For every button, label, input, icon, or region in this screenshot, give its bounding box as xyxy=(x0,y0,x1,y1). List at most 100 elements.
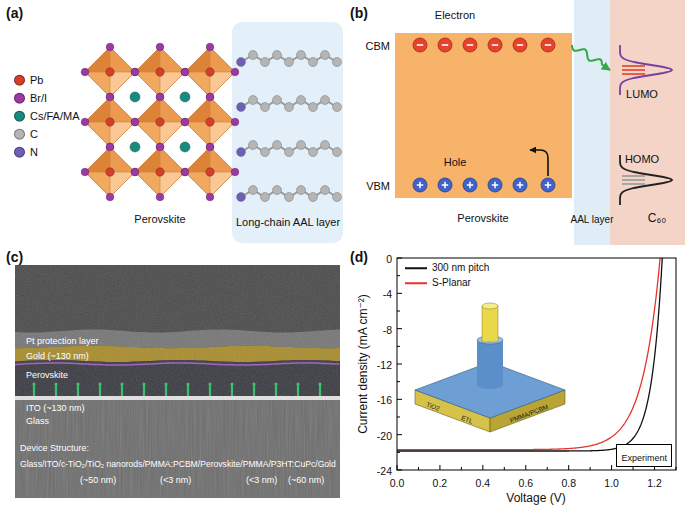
y-tick xyxy=(397,364,402,365)
hole-blocked-arrow xyxy=(530,150,548,176)
halide-atom xyxy=(206,143,214,151)
c60-band-ground xyxy=(610,0,685,245)
octahedron xyxy=(81,143,139,201)
carbon-atom xyxy=(249,96,258,105)
text-slot: -20 xyxy=(377,427,392,443)
tick-label: 1.0 xyxy=(604,477,619,489)
halide-atom xyxy=(231,168,239,176)
octahedron-edge xyxy=(135,147,185,197)
carbon-atom xyxy=(297,186,306,195)
halide-atom xyxy=(206,43,214,51)
tick-label: 0.4 xyxy=(476,477,491,489)
text-slot: TiO2 xyxy=(425,394,444,414)
tick-label: -24 xyxy=(377,465,392,477)
legend-label: Pb xyxy=(30,74,43,87)
text-slot: 0.8 xyxy=(561,474,576,490)
text-slot: 0.2 xyxy=(433,474,448,490)
tio2-nanorod xyxy=(77,384,79,396)
x-tick xyxy=(482,465,483,470)
carbon-atom xyxy=(333,193,342,202)
layer-label: Perovskite xyxy=(26,370,68,380)
pillar-base-bottom xyxy=(477,381,503,389)
legend-entry: Cs/FA/MA xyxy=(14,110,80,123)
carbon-atom xyxy=(261,103,270,112)
hole-sign xyxy=(494,182,496,188)
carbon-atom xyxy=(273,141,282,150)
hole-sign xyxy=(444,182,446,188)
nanorod-tip xyxy=(186,382,189,385)
text-slot: (c) xyxy=(6,249,23,265)
aal-region: Long-chain AAL layer xyxy=(232,22,343,243)
nanorod-tip xyxy=(32,382,35,385)
halide-atom xyxy=(131,168,139,176)
tick-label: 0 xyxy=(386,253,392,265)
text-slot: (d) xyxy=(350,249,368,265)
octahedron xyxy=(131,93,189,151)
text-slot: -8 xyxy=(383,321,392,337)
pillar-base xyxy=(477,340,503,385)
text-slot: (<3 nm) xyxy=(160,470,191,486)
text-slot: Perovskite xyxy=(457,209,508,225)
legend-label: Br/I xyxy=(30,92,47,105)
halide-atom xyxy=(206,93,214,101)
carbon-atom xyxy=(285,58,294,67)
carbon-atom xyxy=(285,103,294,112)
panel-letter: (b) xyxy=(350,5,368,21)
text-slot: ETL xyxy=(460,407,477,426)
thickness-label: (<3 nm) xyxy=(246,475,277,485)
octahedron-edge xyxy=(135,97,185,147)
alkylamine-chains xyxy=(237,51,342,202)
nanorod-tip xyxy=(208,382,211,385)
electron-sign xyxy=(492,44,498,46)
carbon-atom xyxy=(285,193,294,202)
text-slot: -12 xyxy=(377,356,392,372)
layer-label: ETL xyxy=(460,414,474,425)
sem-image xyxy=(15,265,340,498)
tio2-nanorod xyxy=(275,384,277,396)
text-slot: Perovskite xyxy=(26,365,68,381)
halide-atom xyxy=(106,43,114,51)
halide-atom xyxy=(206,93,214,101)
structure-heading: Device Structure: xyxy=(20,443,89,453)
electron-symbol xyxy=(488,38,502,52)
halide-atom xyxy=(156,193,164,201)
text-slot: 0 xyxy=(386,250,392,266)
pb-atom xyxy=(206,118,214,126)
legend-swatch xyxy=(14,92,25,103)
legend-swatch xyxy=(14,74,25,85)
text-slot: Hole xyxy=(444,153,467,169)
thickness-label: (~50 nm) xyxy=(80,475,116,485)
halide-atom xyxy=(106,143,114,151)
x-tick xyxy=(568,465,569,470)
hole-symbol xyxy=(463,178,477,192)
part-label: Perovskite xyxy=(134,213,185,226)
perovskite-band: ElectronHolePerovskite xyxy=(395,33,572,198)
text-slot: (b) xyxy=(350,5,368,21)
a-site-cation xyxy=(180,92,190,102)
text-slot: (~60 nm) xyxy=(288,470,324,486)
lumo-level xyxy=(622,73,645,75)
pb-atom xyxy=(106,168,114,176)
text-slot: 0.6 xyxy=(518,474,533,490)
nanorod-tip xyxy=(274,382,277,385)
text-slot: LUMO xyxy=(626,85,658,101)
text-slot: -16 xyxy=(377,391,392,407)
halide-atom xyxy=(156,143,164,151)
axis-title: Voltage (V) xyxy=(506,492,565,506)
tick-label: 1.2 xyxy=(647,477,662,489)
x-tick xyxy=(439,465,440,470)
pb-atom xyxy=(156,68,164,76)
a-site-cation xyxy=(180,142,190,152)
jv-plot xyxy=(397,258,676,470)
carbon-atom xyxy=(249,51,258,60)
pb-atom xyxy=(206,168,214,176)
layer-label: Glass xyxy=(26,416,49,426)
legend-entry: 300 nm pitch xyxy=(405,262,489,274)
carbon-atom xyxy=(273,186,282,195)
panel-letter: (c) xyxy=(6,249,23,265)
octahedron xyxy=(131,143,189,201)
text-slot: Long-chain AAL layer xyxy=(236,213,340,229)
